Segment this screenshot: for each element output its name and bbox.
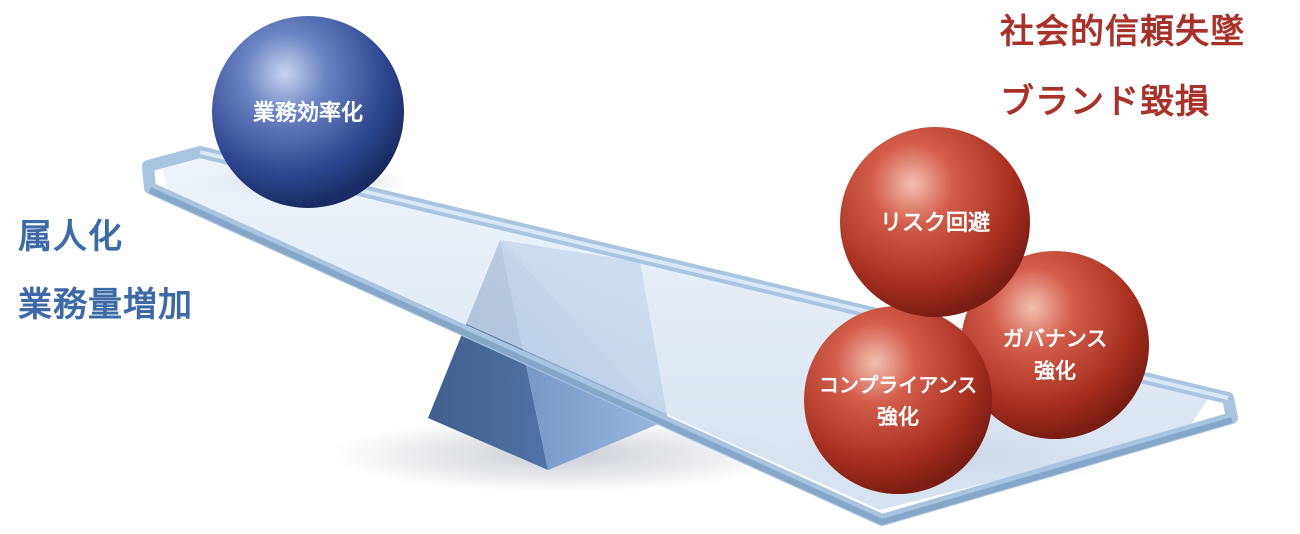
left-label-2: 業務量増加: [18, 285, 193, 325]
governance-ball-label-line1: ガバナンス: [1003, 327, 1108, 351]
risk-avoidance-ball-label: リスク回避: [880, 210, 990, 236]
efficiency-ball: 業務効率化: [212, 16, 404, 208]
compliance-ball-label-line1: コンプライアンス: [819, 373, 977, 397]
left-label-1: 属人化: [18, 217, 123, 257]
right-label-1: 社会的信頼失墜: [1000, 12, 1245, 52]
governance-ball-label-line2: 強化: [1034, 359, 1076, 383]
compliance-ball-label-line2: 強化: [877, 405, 919, 429]
risk-avoidance-ball: リスク回避: [840, 127, 1030, 317]
right-label-2: ブランド毀損: [1000, 82, 1210, 122]
efficiency-ball-label: 業務効率化: [253, 100, 363, 126]
compliance-ball: コンプライアンス 強化: [804, 306, 992, 494]
governance-ball: ガバナンス 強化: [961, 251, 1149, 439]
